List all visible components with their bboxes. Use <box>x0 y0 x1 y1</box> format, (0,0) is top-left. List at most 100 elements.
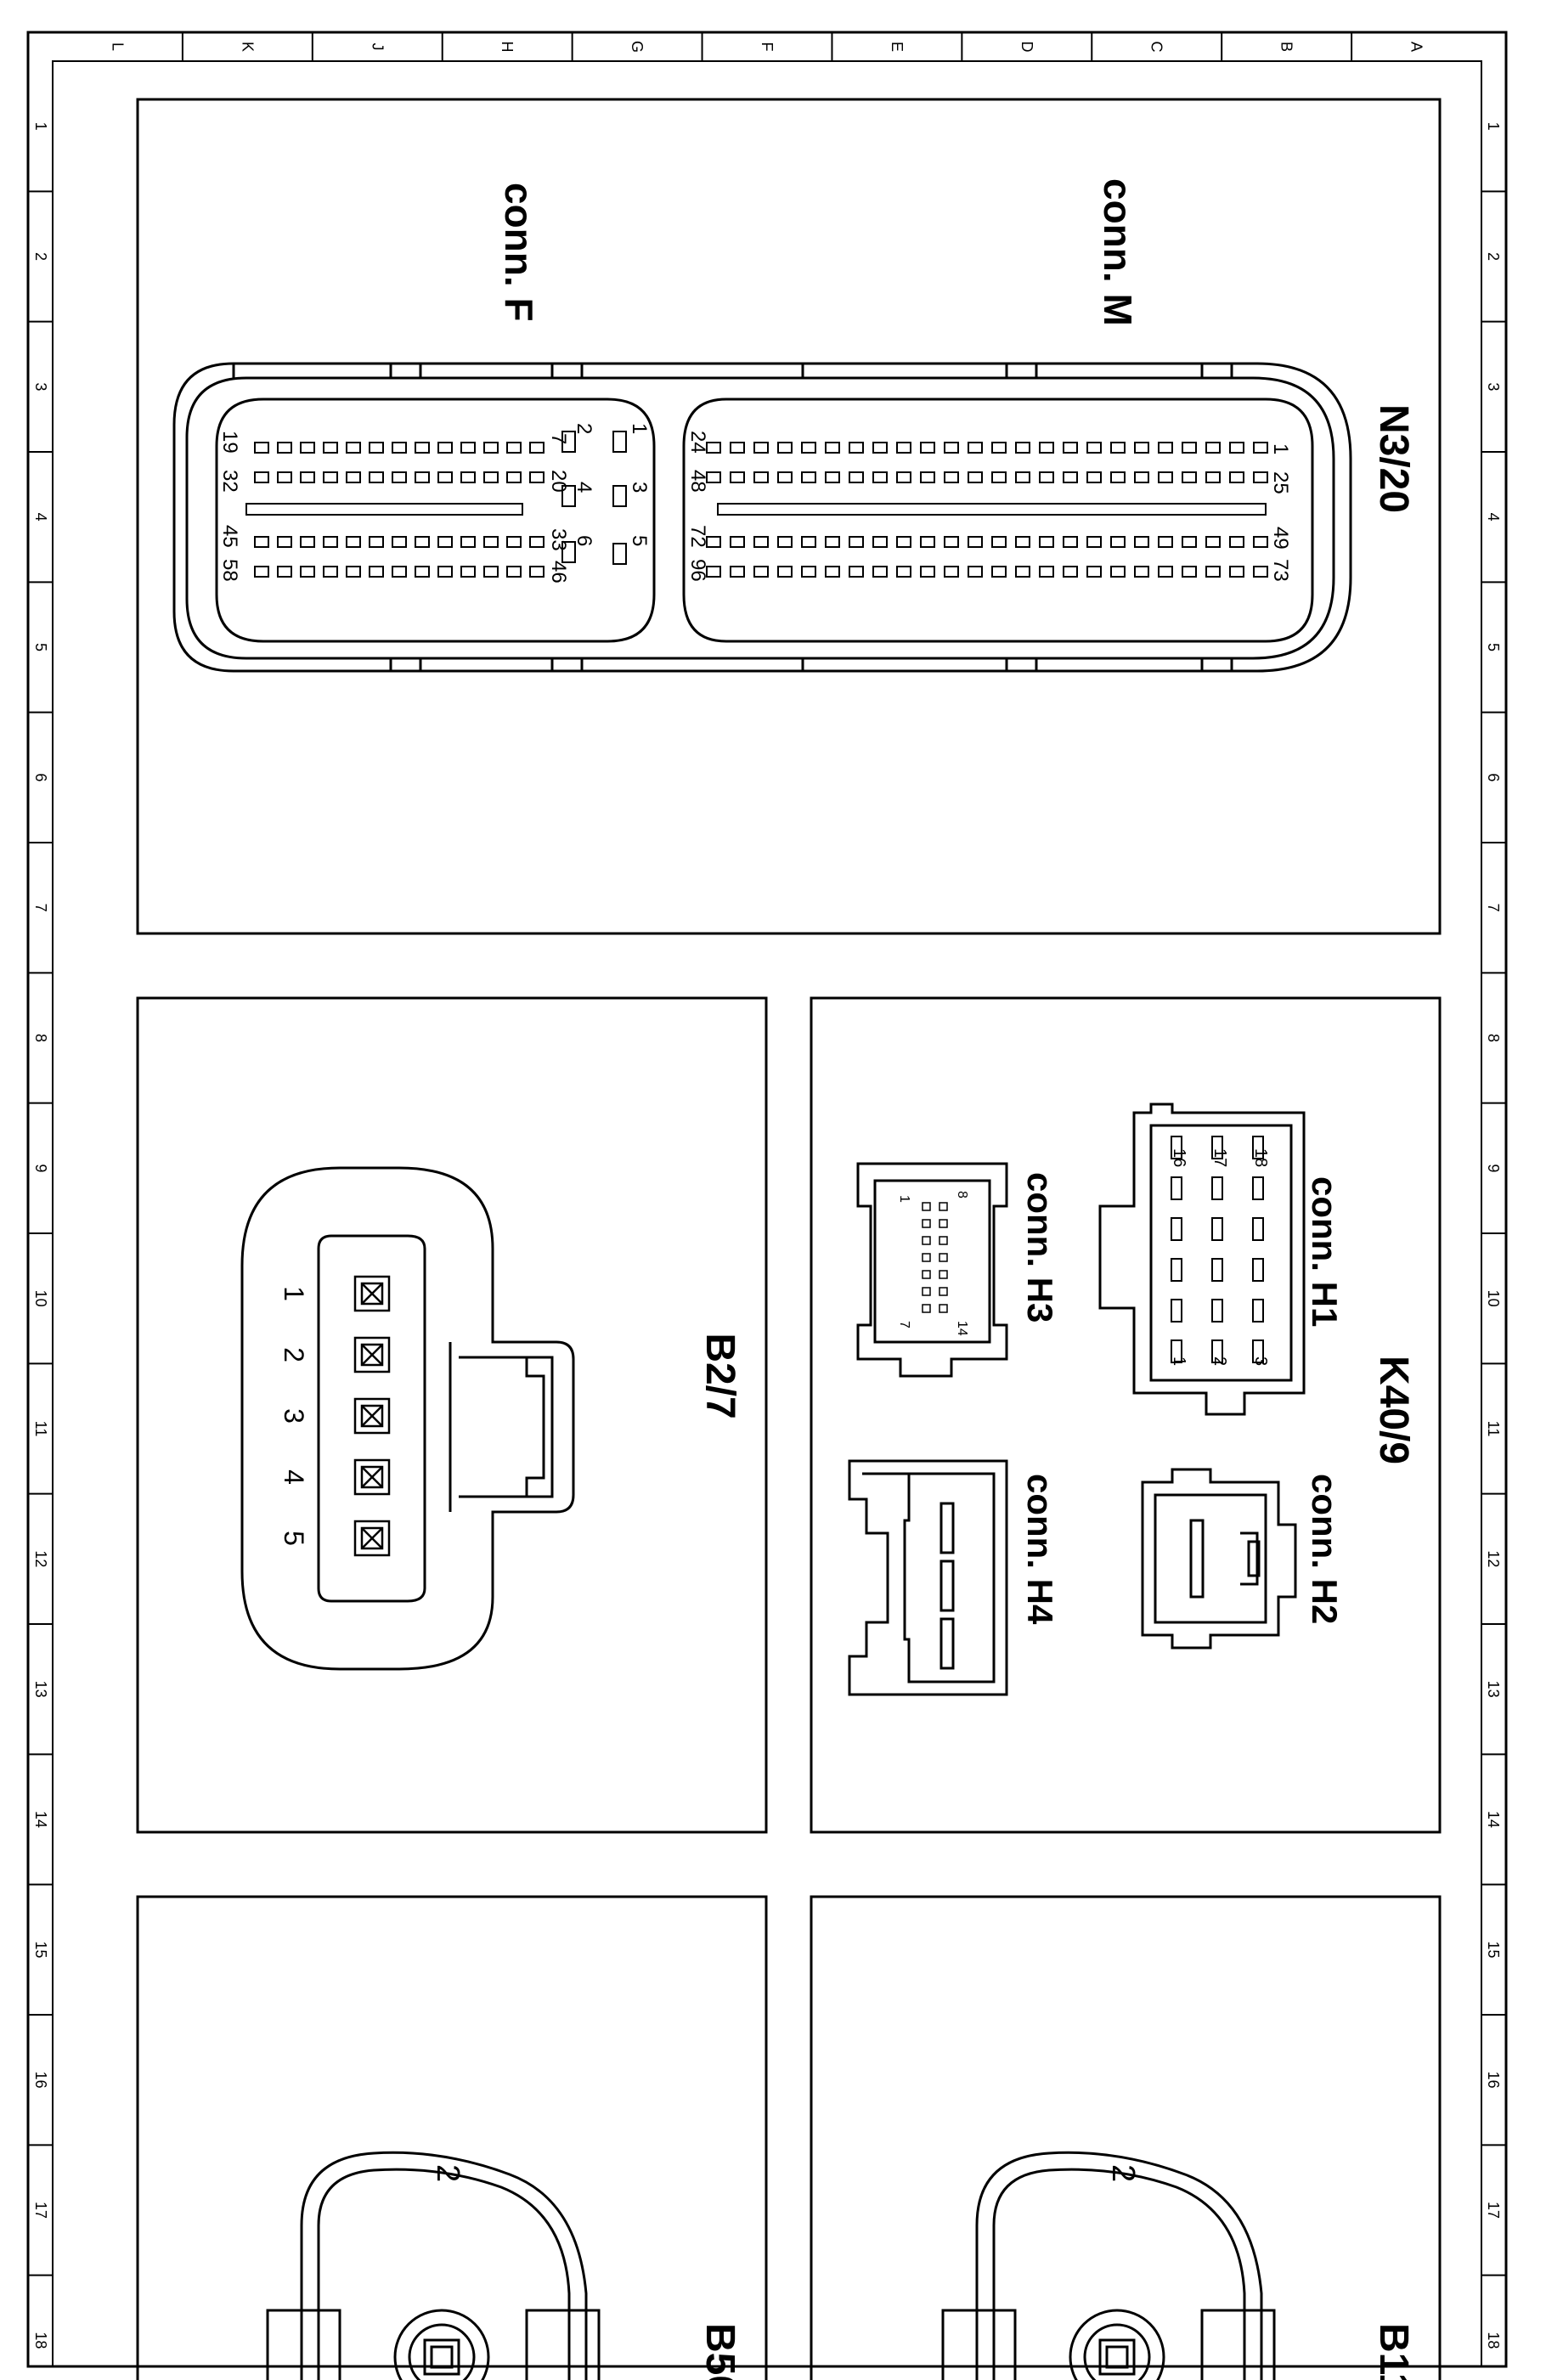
conn-m-pin-25: 25 <box>1269 471 1292 494</box>
b2-7-pin-squares <box>353 1275 391 1557</box>
conn-h3-housing <box>856 1162 1008 1378</box>
conn-m-pin-slot <box>1110 442 1126 454</box>
conn-h3-pin-slot <box>939 1270 948 1279</box>
conn-f-pin-20: 20 <box>547 470 570 493</box>
conn-m-pin-96: 96 <box>686 559 709 582</box>
conn-m-pin-slot <box>896 536 911 548</box>
conn-m-pin-slot <box>968 536 983 548</box>
conn-m-pin-slot <box>849 442 864 454</box>
conn-h1-pin-16: 16 <box>1170 1148 1188 1167</box>
grid-row-left-8: 8 <box>32 1034 49 1042</box>
conn-f-pin-slot <box>483 536 499 548</box>
conn-f-pin-slot <box>460 442 476 454</box>
conn-m-pin-slot <box>1086 536 1102 548</box>
panel-b2-7-title: B2/7 <box>697 1333 742 1418</box>
conn-f-pin-slot <box>437 442 453 454</box>
conn-m-pin-48: 48 <box>686 470 709 493</box>
conn-h3-pin-8: 8 <box>955 1191 969 1198</box>
conn-m-pin-slot <box>896 566 911 578</box>
panel-b50-title: B50 <box>697 2323 742 2380</box>
conn-h3-pin-slot <box>939 1236 948 1245</box>
conn-m-pin-slot <box>1229 471 1244 483</box>
conn-f-pin-2: 2 <box>573 423 595 434</box>
conn-m-pin-slot <box>706 442 721 454</box>
grid-letter-c: C <box>1148 42 1165 53</box>
grid-letter-f: F <box>759 42 776 52</box>
conn-h3-pin-slot <box>939 1219 948 1228</box>
conn-m-pin-slot <box>753 471 769 483</box>
conn-m-pin-slot <box>872 536 888 548</box>
conn-f-pin-46: 46 <box>547 561 570 584</box>
panel-n3-20-border <box>136 98 1442 935</box>
conn-h1-housing <box>1098 1103 1306 1416</box>
conn-m-pin-slot <box>1015 566 1030 578</box>
conn-m-pin-slot <box>730 536 745 548</box>
conn-h1-pin-slot <box>1252 1258 1264 1282</box>
conn-f-pins <box>254 442 544 578</box>
conn-f-pin-slot <box>415 471 430 483</box>
conn-h1-pin-18: 18 <box>1251 1148 1270 1167</box>
conn-m-pin-slot <box>777 536 793 548</box>
conn-h3-pin-slot <box>939 1253 948 1262</box>
conn-h3-pin-slot <box>922 1270 931 1279</box>
conn-m-pin-slot <box>730 442 745 454</box>
conn-f-pin-slot <box>277 566 292 578</box>
conn-m-pin-slot <box>968 471 983 483</box>
conn-m-pin-slot <box>920 471 935 483</box>
grid-row-right-2: 2 <box>1485 252 1502 261</box>
conn-h3-pin-slot <box>939 1202 948 1211</box>
conn-m-pin-slot <box>730 566 745 578</box>
b2-7-pin-label-2: 2 <box>279 1347 309 1362</box>
conn-m-pin-slot <box>1229 536 1244 548</box>
conn-f-pin-slot <box>254 442 269 454</box>
conn-h3-pin-slot <box>939 1287 948 1296</box>
grid-row-right-15: 15 <box>1485 1941 1502 1958</box>
conn-h3-pin-slot <box>922 1253 931 1262</box>
conn-f-key-bar <box>245 503 523 516</box>
conn-f-pin-slot <box>300 442 315 454</box>
b2-7-pin-label-1: 1 <box>279 1286 309 1301</box>
grid-row-left-9: 9 <box>32 1164 49 1172</box>
conn-m-pin-slot <box>849 566 864 578</box>
b2-7-connector <box>240 1166 575 1671</box>
conn-h1-pin-slot <box>1171 1299 1182 1323</box>
conn-f-pin-slot <box>415 566 430 578</box>
conn-h1-pin-slot <box>1171 1217 1182 1241</box>
panel-b11-title: B11 <box>1371 2323 1416 2380</box>
b2-7-pin-label-3: 3 <box>279 1408 309 1424</box>
conn-m-pin-72: 72 <box>686 525 709 548</box>
conn-f-pin-slot <box>254 471 269 483</box>
conn-m-pin-slot <box>730 471 745 483</box>
grid-row-right-13: 13 <box>1485 1681 1502 1698</box>
conn-h3-pin-slot <box>922 1219 931 1228</box>
conn-m-pins <box>706 442 1268 578</box>
conn-f-pin-slot <box>392 471 407 483</box>
conn-f-pin-4: 4 <box>573 482 595 493</box>
conn-h3-pin-slot <box>939 1304 948 1313</box>
conn-m-pin-slot <box>991 566 1007 578</box>
conn-h4-label: conn. H4 <box>1020 1474 1060 1625</box>
grid-row-right-10: 10 <box>1485 1290 1502 1307</box>
conn-f-pin-slot <box>346 566 361 578</box>
conn-f-pin-slot <box>483 471 499 483</box>
grid-row-left-3: 3 <box>32 382 49 391</box>
conn-f-pin-slot <box>437 471 453 483</box>
conn-m-pin-slot <box>1182 471 1197 483</box>
conn-f-pin-19: 19 <box>218 431 241 454</box>
conn-f-pin-slot <box>300 536 315 548</box>
conn-f-pin-slot <box>369 471 384 483</box>
conn-f-pin-slot <box>369 442 384 454</box>
conn-m-pin-slot <box>706 536 721 548</box>
conn-h1-pin-slot <box>1211 1136 1223 1159</box>
conn-m-pin-slot <box>1086 442 1102 454</box>
grid-letter-k: K <box>239 42 256 52</box>
conn-m-pin-slot <box>1063 442 1078 454</box>
panel-n3-20-title: N3/20 <box>1371 404 1416 513</box>
conn-f-pin-slot <box>323 536 338 548</box>
grid-row-left-18: 18 <box>32 2332 49 2349</box>
b2-7-pin-label-5: 5 <box>279 1531 309 1546</box>
conn-f-pin-slot <box>300 566 315 578</box>
